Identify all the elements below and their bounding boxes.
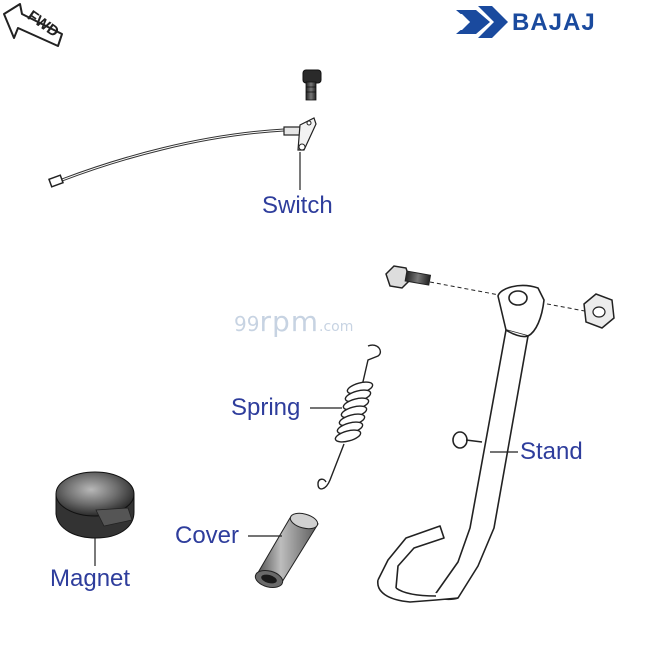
brand-name: BAJAJ — [512, 9, 596, 36]
magnet-part — [55, 471, 135, 539]
cover-part — [254, 512, 319, 589]
watermark-suffix: .com — [319, 319, 354, 335]
bajaj-logo-icon — [452, 6, 508, 38]
spring-part — [317, 344, 382, 490]
label-switch: Switch — [262, 192, 333, 219]
stand-nut — [583, 293, 615, 329]
bolt-axis-dashed — [429, 281, 591, 313]
label-stand: Stand — [520, 438, 583, 465]
spring-coils — [334, 381, 374, 443]
watermark: 99rpm.com — [234, 308, 353, 336]
switch-connector — [48, 174, 64, 188]
watermark-prefix: 99 — [234, 312, 260, 336]
label-spring: Spring — [231, 394, 301, 421]
label-cover: Cover — [175, 522, 240, 549]
switch-cable — [61, 128, 285, 182]
switch-bolt — [302, 69, 322, 101]
watermark-main: rpm — [259, 305, 320, 338]
stand-bolt — [385, 265, 432, 289]
label-magnet: Magnet — [50, 565, 131, 592]
side-stand — [377, 284, 545, 603]
forward-arrow-icon: FWD — [3, 3, 63, 47]
switch-body — [283, 117, 317, 151]
switch-part — [48, 69, 322, 190]
